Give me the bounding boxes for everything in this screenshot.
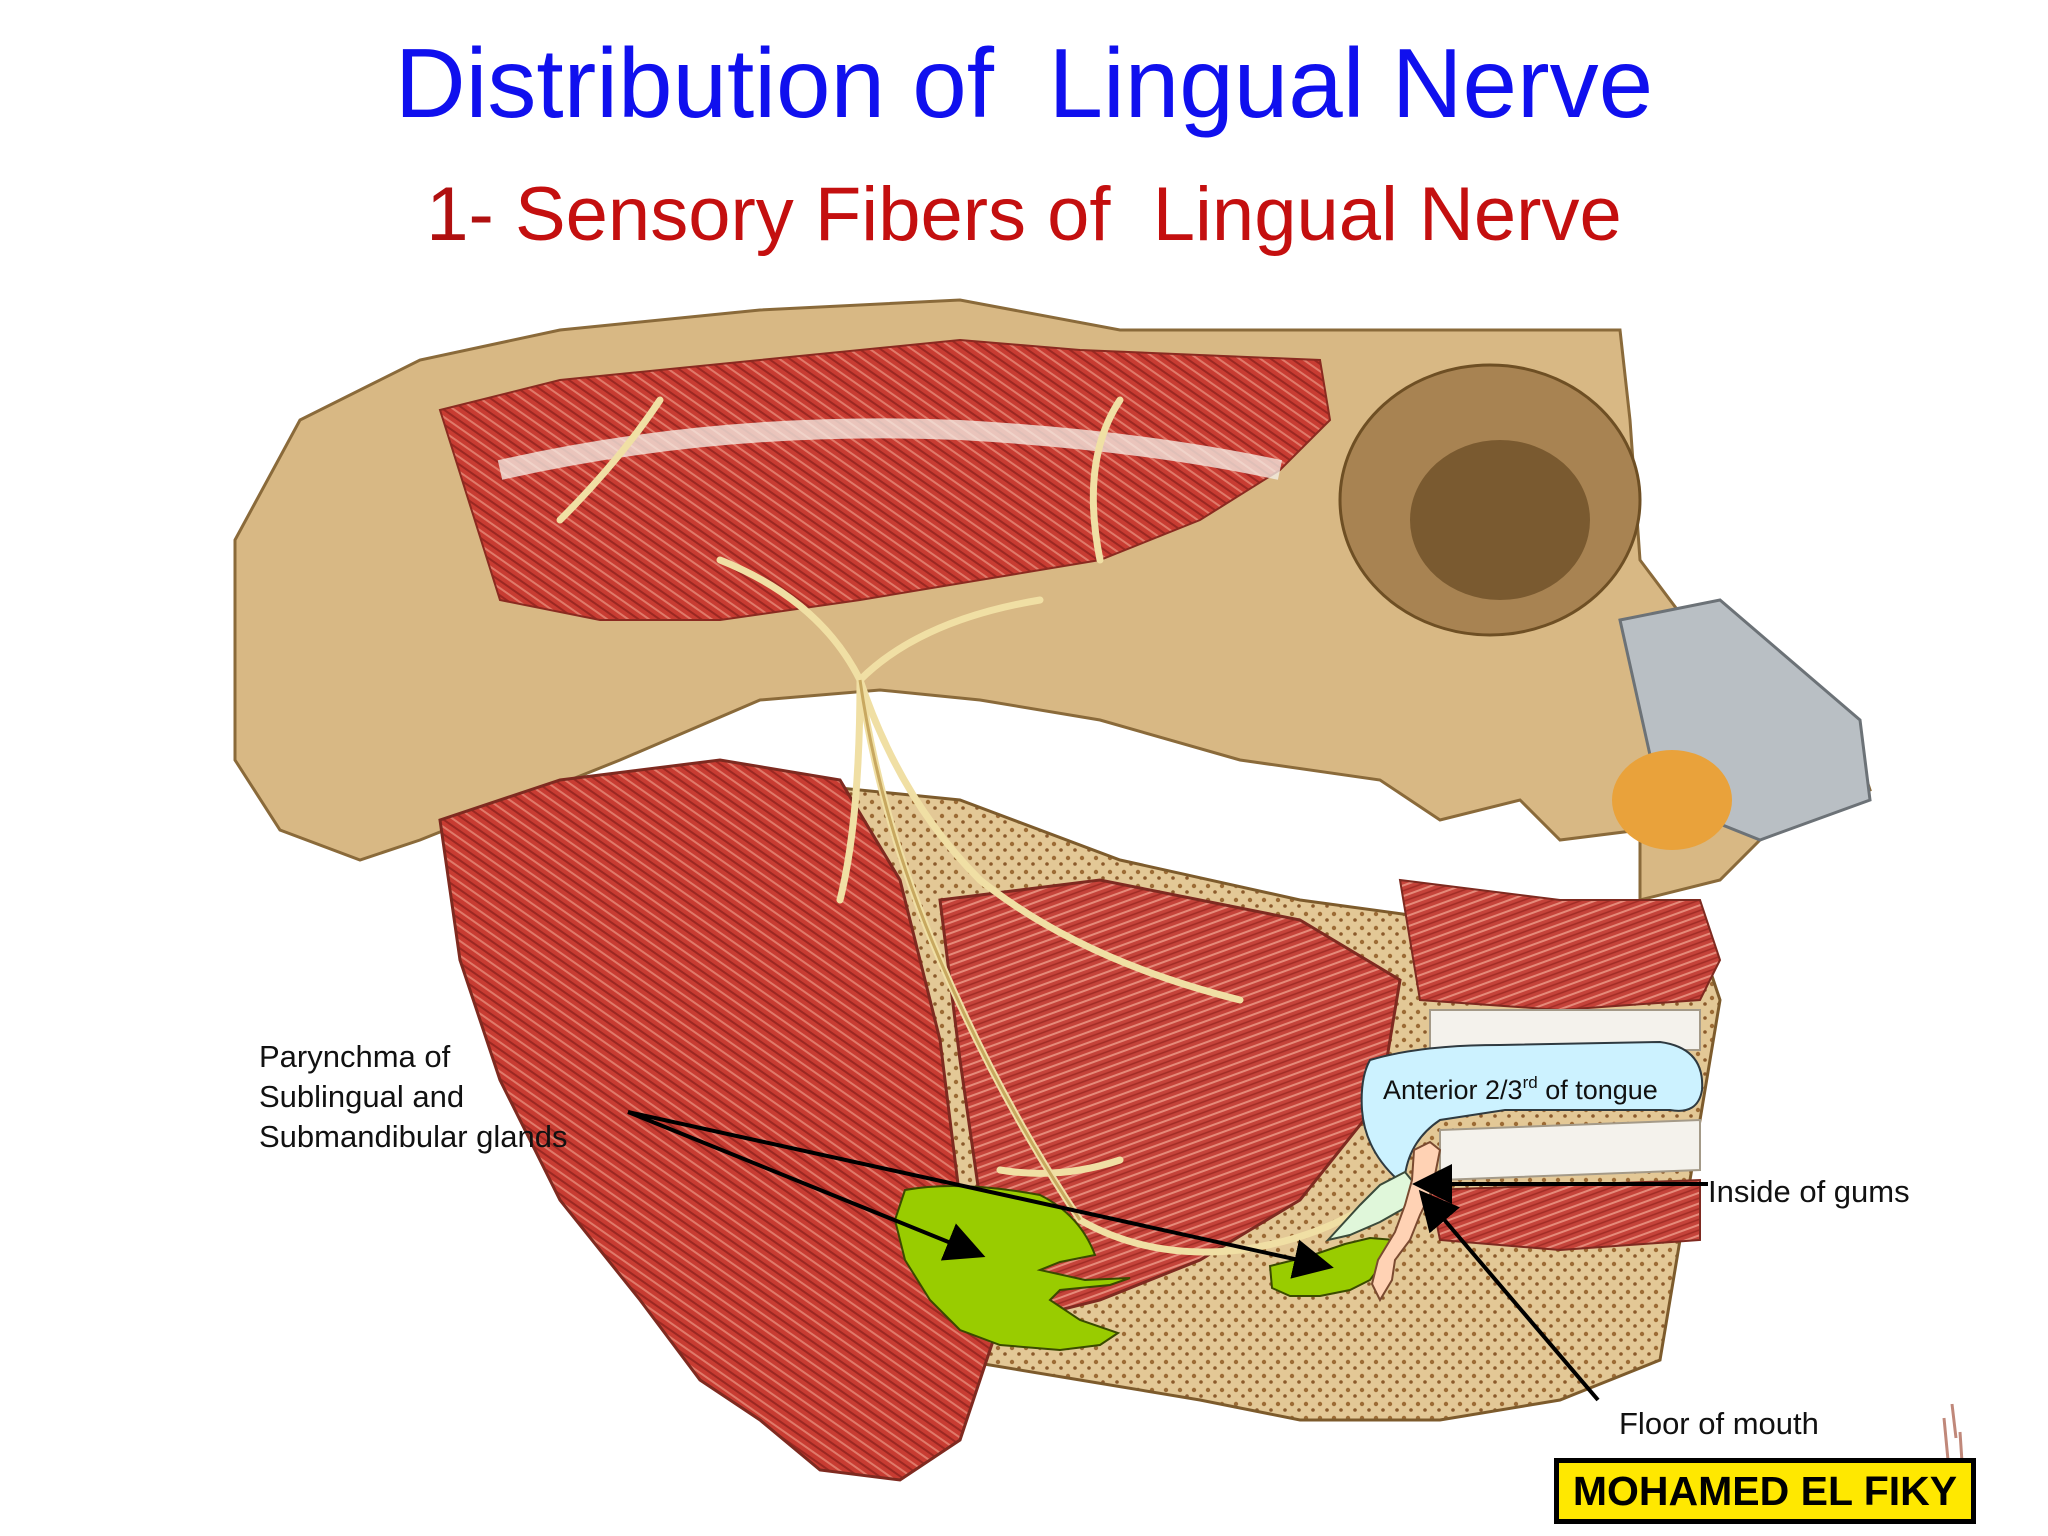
tongue-highlight [1360,1040,1704,1182]
label-floor: Floor of mouth [1619,1406,1819,1441]
nasal-fat [1612,750,1732,850]
arrow-glands-to-submandibular [627,1110,986,1261]
label-tongue: Anterior 2/3rd of tongue [1383,1070,1658,1110]
subtitle-text: Sensory Fibers of Lingual Nerve [514,172,1622,257]
watermark-text: MOHAMED EL FIKY [1572,1467,1958,1514]
label-glands: Parynchma of Sublingual and Submandibula… [259,1037,568,1157]
label-glands-line2: Sublingual and [259,1079,465,1114]
upper-lip [1398,878,1722,1012]
lower-lip [1428,1178,1701,1252]
slide-title: Distribution of Lingual Nerve [394,28,1654,138]
label-glands-line1: Parynchma of [259,1039,451,1074]
author-watermark: MOHAMED EL FIKY [1554,1458,1976,1524]
upper-teeth [1429,1009,1701,1051]
label-gums: Inside of gums [1708,1174,1910,1209]
temporalis-muscle [438,338,1332,621]
label-glands-line3: Submandibular glands [259,1119,568,1154]
subtitle-number: 1- [426,172,494,257]
label-tongue-main: Anterior 2/3 [1383,1075,1523,1105]
lower-teeth [1439,1118,1701,1182]
label-tongue-rest: of tongue [1537,1075,1658,1105]
label-tongue-sup: rd [1522,1073,1538,1092]
leader-arrows [627,1110,1708,1402]
neck-muscles [438,758,1002,1482]
arrow-glands-to-sublingual [627,1110,1334,1279]
slide-subtitle: 1- Sensory Fibers of Lingual Nerve [0,170,2048,260]
arrow-floor [1418,1189,1600,1402]
